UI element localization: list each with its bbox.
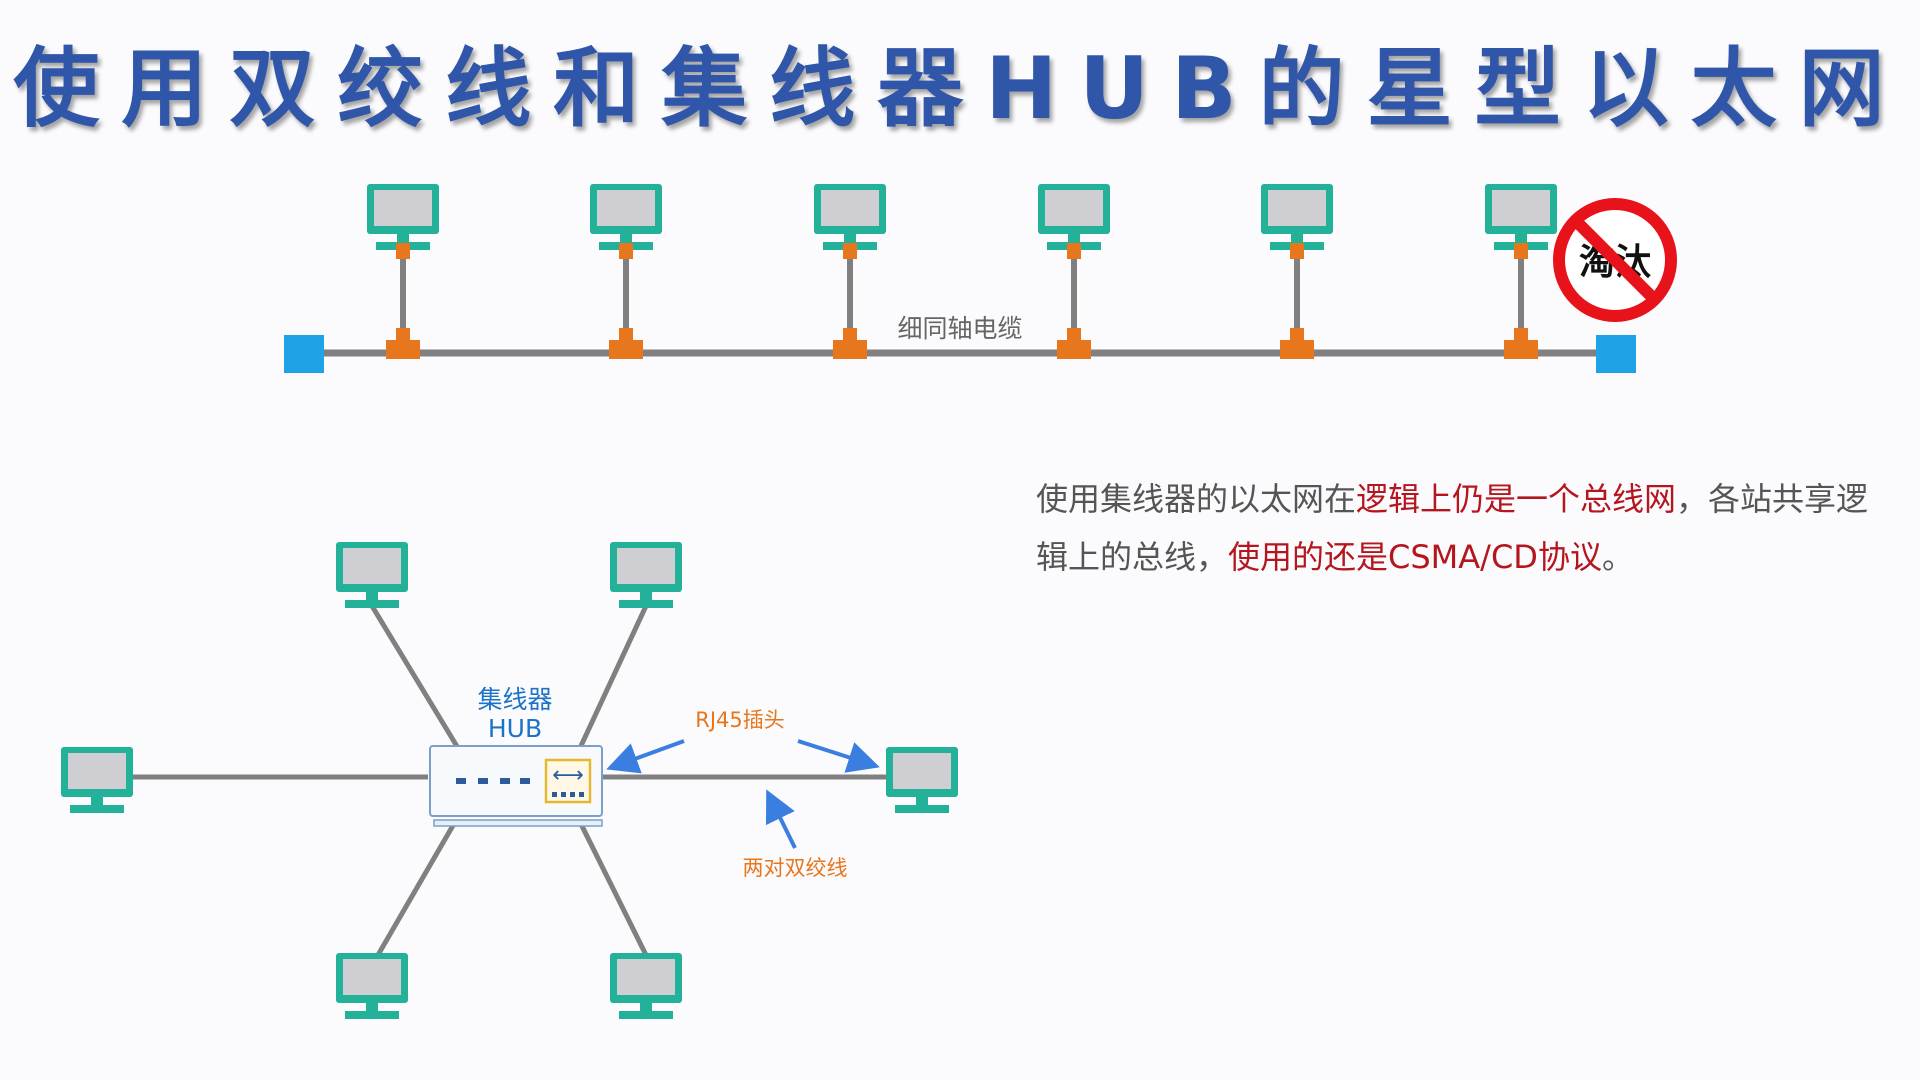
bus-topology: 细同轴电缆 淘汰 xyxy=(284,184,1677,373)
monitor-icon xyxy=(1038,184,1110,250)
monitor-screen xyxy=(617,959,675,995)
desc-highlight-logical-bus: 逻辑上仍是一个总线网 xyxy=(1356,480,1677,518)
rj45-arrow-right xyxy=(797,739,880,773)
monitor-icon xyxy=(590,184,662,250)
cable-top-left xyxy=(369,604,461,750)
monitor-neck xyxy=(366,1003,378,1012)
bus-station-3 xyxy=(814,184,886,359)
monitor-screen xyxy=(343,959,401,995)
t-connector-stem xyxy=(843,328,857,342)
desc-part5: 。 xyxy=(1601,538,1634,576)
monitor-neck xyxy=(1515,234,1527,243)
cable-bottom-right xyxy=(577,820,649,957)
page-title: 使用双绞线和集线器HUB的星型以太网 xyxy=(13,39,1907,139)
rj45-arrow-left xyxy=(606,739,685,774)
bus-station-5 xyxy=(1261,184,1333,359)
terminator-left xyxy=(284,335,324,373)
monitor-base xyxy=(619,1011,673,1019)
t-connector xyxy=(386,340,420,359)
twisted-pair-arrow xyxy=(765,789,797,849)
t-connector-stem xyxy=(1514,328,1528,342)
monitor-neck xyxy=(91,797,103,806)
monitor-neck xyxy=(1068,234,1080,243)
monitor-screen xyxy=(597,190,655,226)
rj45-label: RJ45插头 xyxy=(695,708,785,732)
description-text: 使用集线器的以太网在逻辑上仍是一个总线网，各站共享逻辑上的总线，使用的还是CSM… xyxy=(1036,470,1896,586)
monitor-base xyxy=(70,805,124,813)
bus-station-1 xyxy=(367,184,439,359)
t-connector xyxy=(1280,340,1314,359)
monitor-icon xyxy=(367,184,439,250)
star-station-top-right xyxy=(610,542,682,608)
monitor-screen xyxy=(68,753,126,789)
terminator-right xyxy=(1596,335,1636,373)
transceiver xyxy=(396,243,410,259)
monitor-screen xyxy=(1492,190,1550,226)
monitor-screen xyxy=(374,190,432,226)
t-connector xyxy=(609,340,643,359)
t-connector-stem xyxy=(1067,328,1081,342)
t-connector-stem xyxy=(396,328,410,342)
desc-part1: 使用集线器的以太网在 xyxy=(1036,480,1357,518)
transceiver xyxy=(1514,243,1528,259)
star-topology: ⟷ 集线器 HUB RJ45插头 两对双绞线 xyxy=(61,542,958,1019)
twisted-pair-label: 两对双绞线 xyxy=(743,856,848,880)
monitor-icon xyxy=(1485,184,1557,250)
monitor-screen xyxy=(1268,190,1326,226)
cable-bottom-left xyxy=(375,820,458,957)
monitor-neck xyxy=(1291,234,1303,243)
transceiver xyxy=(1290,243,1304,259)
monitor-base xyxy=(895,805,949,813)
monitor-neck xyxy=(640,1003,652,1012)
desc-part3: ，各站共享逻辑上的总线， xyxy=(1036,480,1869,576)
monitor-screen xyxy=(617,548,675,584)
port-arrows-icon: ⟷ xyxy=(552,763,584,788)
hub-label-en: HUB xyxy=(488,714,542,743)
t-connector xyxy=(833,340,867,359)
coax-cable-label: 细同轴电缆 xyxy=(897,314,1022,343)
hub-device: ⟷ xyxy=(429,745,603,827)
star-station-bottom-left xyxy=(336,953,408,1019)
monitor-neck xyxy=(620,234,632,243)
prohibit-slash xyxy=(1572,217,1658,303)
star-station-top-left xyxy=(336,542,408,608)
monitor-screen xyxy=(893,753,951,789)
t-connector-stem xyxy=(619,328,633,342)
t-connector xyxy=(1504,340,1538,359)
t-connector xyxy=(1057,340,1091,359)
desc-highlight-csma-cd: 使用的还是CSMA/CD协议 xyxy=(1228,538,1602,576)
monitor-icon xyxy=(1261,184,1333,250)
monitor-base xyxy=(619,600,673,608)
transceiver xyxy=(843,243,857,259)
star-station-right xyxy=(886,747,958,813)
star-station-bottom-right xyxy=(610,953,682,1019)
bus-station-2 xyxy=(590,184,662,359)
t-connector-stem xyxy=(1290,328,1304,342)
monitor-base xyxy=(345,1011,399,1019)
monitor-neck xyxy=(916,797,928,806)
monitor-icon xyxy=(814,184,886,250)
transceiver xyxy=(1067,243,1081,259)
monitor-base xyxy=(345,600,399,608)
star-station-left xyxy=(61,747,133,813)
transceiver xyxy=(619,243,633,259)
monitor-neck xyxy=(397,234,409,243)
monitor-neck xyxy=(366,592,378,601)
bus-station-6 xyxy=(1485,184,1557,359)
monitor-screen xyxy=(343,548,401,584)
monitor-screen xyxy=(821,190,879,226)
monitor-screen xyxy=(1045,190,1103,226)
obsolete-sign: 淘汰 xyxy=(1553,198,1677,322)
cable-top-right xyxy=(577,604,649,750)
hub-label-cn: 集线器 xyxy=(477,685,552,714)
bus-station-4 xyxy=(1038,184,1110,359)
monitor-neck xyxy=(844,234,856,243)
monitor-neck xyxy=(640,592,652,601)
